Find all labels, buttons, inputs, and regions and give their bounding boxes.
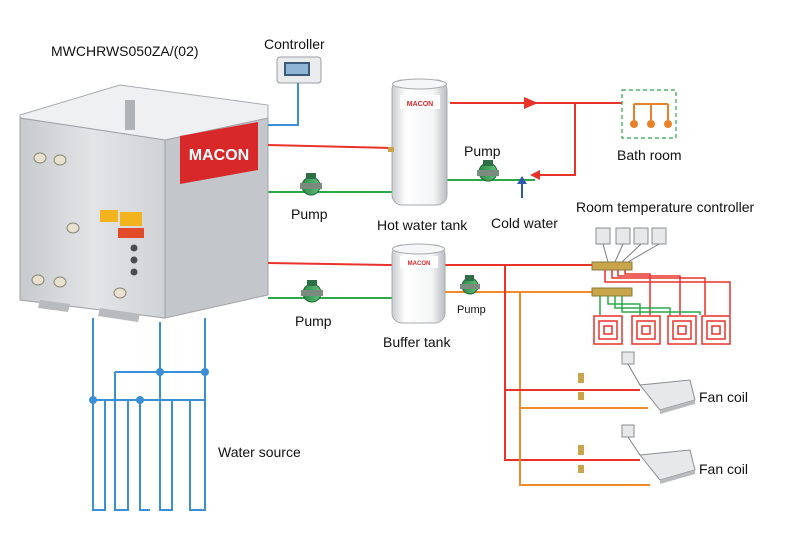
cold-water-inlet [517, 176, 527, 198]
pump-right-lower [460, 275, 480, 295]
model-label: MWCHRWS050ZA/(02) [51, 43, 199, 59]
cold-water-label: Cold water [491, 215, 558, 231]
pump-right-upper [477, 160, 499, 182]
flow-arrow [524, 97, 538, 109]
controller-device [276, 56, 322, 84]
pump-label-left-upper: Pump [291, 206, 328, 222]
controller-wire [268, 83, 299, 126]
water-source-label: Water source [218, 444, 301, 460]
room-temperature-controller-label: Room temperature controller [576, 199, 755, 215]
floor-manifold [591, 261, 633, 297]
water-source-loops [89, 318, 209, 511]
pump-left-lower [301, 280, 323, 303]
hot-water-tank [388, 78, 448, 206]
bath-room-box [621, 89, 677, 139]
buffer-tank [391, 243, 446, 324]
floor-heating-loops [599, 270, 731, 315]
heat-pump-unit [19, 84, 269, 322]
pump-label-right-upper: Pump [464, 143, 501, 159]
floor-heating-coils [593, 315, 731, 345]
bath-room-label: Bath room [617, 147, 682, 163]
pump-left-upper [300, 173, 322, 196]
hot-water-tank-label: Hot water tank [377, 217, 468, 233]
fan-coil-label-1: Fan coil [699, 389, 749, 405]
hot-tank-brand-text: MACON [407, 101, 433, 108]
pump-label-right-lower: Pump [457, 304, 486, 316]
controller-label: Controller [264, 36, 325, 52]
return-arrow [530, 170, 540, 180]
room-temperature-controllers [595, 227, 667, 263]
buffer-tank-brand-text: MACON [408, 261, 431, 267]
pump-label-left-lower: Pump [295, 313, 332, 329]
fan-coil-unit-2 [578, 424, 696, 484]
buffer-tank-label: Buffer tank [383, 334, 451, 350]
unit-brand-text: MACON [189, 147, 249, 164]
fan-coil-label-2: Fan coil [699, 461, 749, 477]
fan-coil-unit-1 [578, 351, 696, 414]
